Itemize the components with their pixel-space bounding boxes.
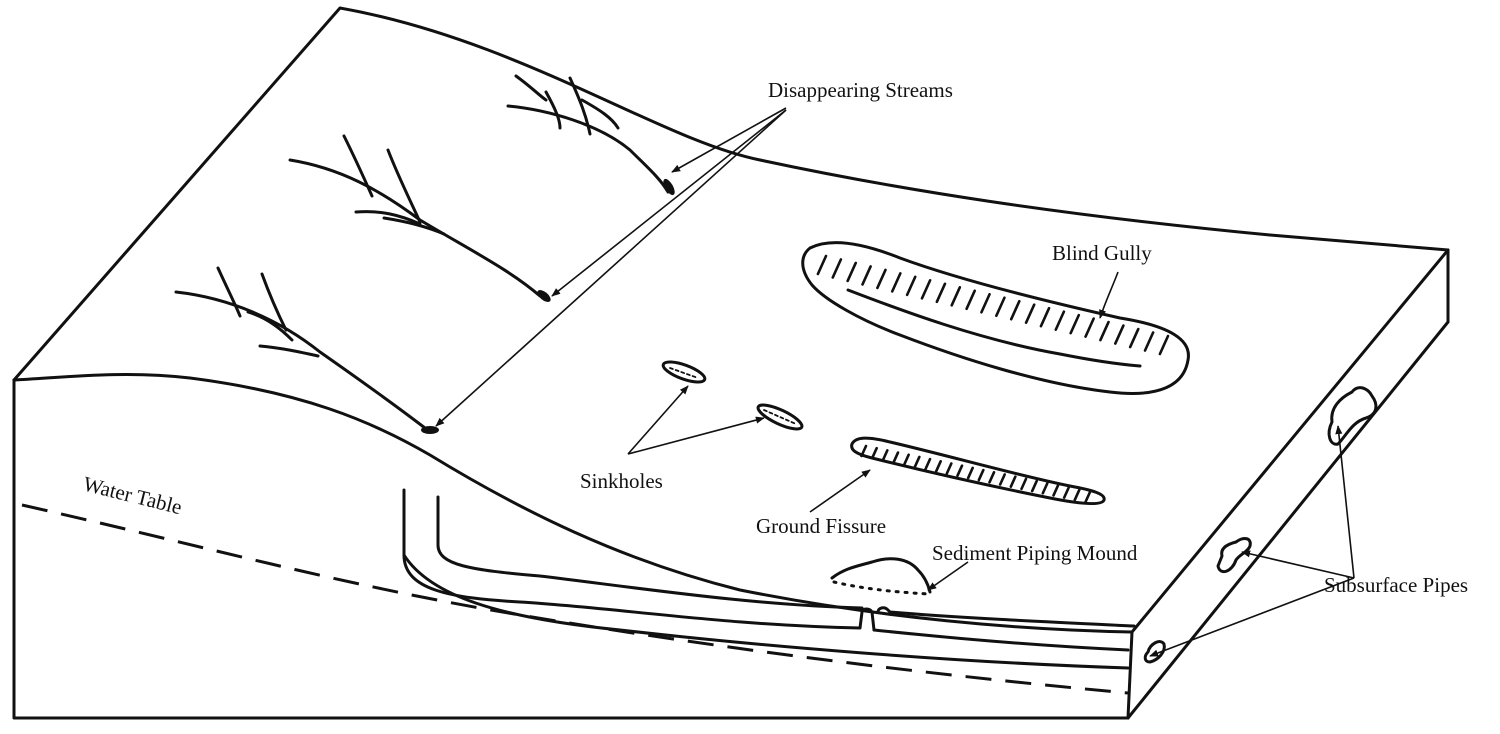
fissure-hatch-stroke — [977, 468, 985, 482]
gully-hatch-stroke — [965, 289, 976, 311]
fissure-hatch-stroke — [988, 470, 996, 484]
gully-hatch-stroke — [1084, 317, 1095, 338]
gully-hatch-stroke — [980, 292, 991, 314]
top-surface-back-edge — [12, 6, 1450, 382]
pipe-outlet-middle — [1216, 537, 1252, 574]
label-blind-gully: Blind Gully — [1052, 241, 1152, 265]
gully-hatch-stroke — [935, 282, 947, 304]
arrow-pipe-middle — [1241, 550, 1355, 579]
fissure-hatch-stroke — [860, 444, 868, 458]
stream-sink-middle — [537, 290, 551, 302]
gully-hatch-stroke — [1099, 320, 1110, 342]
fissure-hatch-stroke — [1030, 479, 1038, 493]
water-table-line — [21, 503, 1129, 695]
stream-network-middle — [288, 134, 551, 302]
front-right-bottom-edge — [1126, 320, 1450, 720]
gully-hatch-stroke — [995, 296, 1006, 318]
label-water-table: Water Table — [81, 472, 185, 520]
label-sinkholes: Sinkholes — [580, 469, 663, 493]
arrow-streams-bottom — [435, 109, 787, 427]
fissure-hatch-stroke — [892, 451, 900, 464]
arrow-sediment-mound — [927, 561, 969, 591]
stream-sink-top — [663, 178, 675, 196]
label-ground-fissure: Ground Fissure — [756, 514, 886, 538]
fissure-hatch-stroke — [924, 457, 932, 471]
front-right-top-edge — [1130, 248, 1450, 634]
gully-hatch-stroke — [890, 272, 902, 293]
fissure-hatch-stroke — [956, 464, 964, 478]
gully-hatch-stroke — [1128, 327, 1140, 349]
gully-hatch-stroke — [1143, 331, 1155, 352]
fissure-hatch-stroke — [1062, 486, 1070, 499]
sinkhole-2 — [756, 403, 804, 431]
fissure-hatch-stroke — [913, 455, 921, 469]
fissure-hatch-stroke — [945, 462, 953, 475]
fissure-hatch-stroke — [1052, 484, 1060, 497]
gully-hatch-stroke — [905, 275, 917, 297]
stream-sink-bottom — [421, 426, 439, 434]
arrow-streams-middle — [551, 109, 787, 297]
gully-hatch-stroke — [1039, 306, 1051, 328]
ground-fissure — [850, 436, 1106, 506]
pipe-outlet-upper — [1327, 386, 1378, 446]
arrow-streams-top — [671, 107, 787, 173]
label-sediment-piping-mound: Sediment Piping Mound — [932, 541, 1138, 565]
sinkhole-1 — [661, 360, 707, 384]
arrow-ground-fissure — [809, 469, 871, 513]
label-subsurface-pipes: Subsurface Pipes — [1324, 573, 1468, 597]
fissure-hatch-stroke — [934, 460, 942, 473]
gully-hatch-stroke — [1024, 303, 1036, 324]
gully-hatch-stroke — [1113, 324, 1125, 345]
stream-network-bottom — [174, 266, 439, 434]
fissure-hatch-stroke — [1041, 481, 1049, 495]
leader-arrows — [435, 107, 1355, 657]
front-corner-edge — [1126, 630, 1134, 720]
gully-hatch-stroke — [846, 261, 858, 283]
gully-hatch-stroke — [1054, 310, 1066, 331]
gully-hatch-stroke — [1009, 299, 1021, 321]
slope-front-profile — [12, 373, 1134, 634]
fissure-hatch-stroke — [870, 446, 878, 460]
gully-hatch-stroke — [831, 258, 843, 279]
gully-hatch-stroke — [861, 265, 872, 286]
fissure-hatch-stroke — [1020, 477, 1028, 491]
gully-hatch-stroke — [1158, 334, 1170, 356]
gully-hatch-stroke — [1069, 313, 1081, 335]
arrow-sinkhole-2 — [627, 416, 765, 455]
fissure-hatch-stroke — [966, 466, 974, 480]
fissure-hatch-stroke — [881, 449, 889, 462]
blind-gully — [801, 241, 1190, 395]
gully-hatch-stroke — [816, 254, 828, 276]
sediment-piping-mound — [830, 557, 932, 596]
label-disappearing-streams: Disappearing Streams — [768, 78, 953, 102]
terrain-block — [12, 6, 1450, 720]
pipe-outlet-lower — [1143, 640, 1166, 664]
subsurface-pipe-section — [402, 488, 1136, 670]
stream-network-top — [506, 74, 675, 196]
arrow-pipe-upper — [1335, 425, 1355, 579]
gully-hatch-stroke — [950, 286, 962, 307]
gully-hatch-stroke — [876, 268, 887, 290]
fissure-hatch-stroke — [998, 473, 1006, 486]
fissure-hatch-stroke — [902, 453, 910, 467]
arrow-blind-gully — [1099, 271, 1119, 319]
fissure-hatch-stroke — [1084, 490, 1092, 504]
arrow-pipe-lower — [1149, 577, 1355, 657]
gully-hatch-stroke — [920, 279, 932, 300]
arrow-sinkhole-1 — [627, 385, 689, 455]
fissure-hatch-stroke — [1009, 475, 1017, 488]
fissure-hatch-stroke — [1073, 488, 1081, 502]
front-left-edge — [12, 378, 1130, 720]
